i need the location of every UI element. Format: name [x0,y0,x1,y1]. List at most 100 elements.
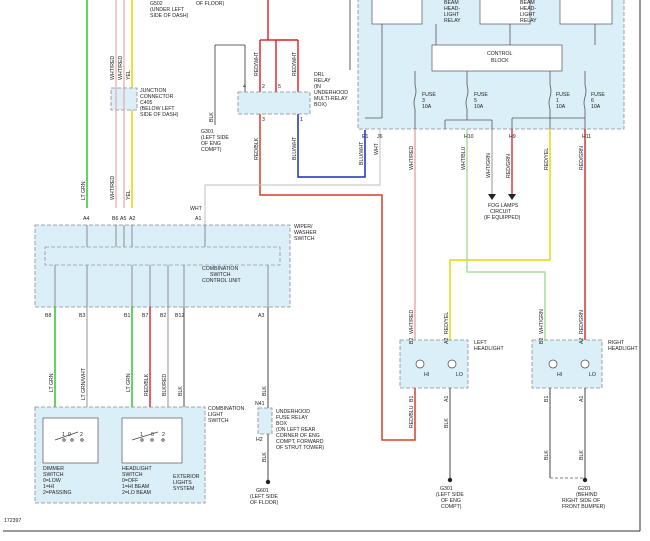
drl-wire-bluwht: BLU/WHT [292,136,298,160]
left-hl-ground-1: G301 [440,486,453,492]
control-unit-label-2: SWITCH [210,272,231,278]
wiper-label-1: WIPER/ [294,224,313,230]
drl-relay [237,91,311,115]
relay-left-text-4: RELAY [444,18,461,24]
right-hl-lo-bulb [580,359,590,369]
wiper-pin-b2: B2 [160,313,166,319]
right-hl-ground-3: RIGHT SIDE OF [562,498,600,504]
junction-label-5: SIDE OF DASH) [140,112,179,118]
left-hl-lo: LO [456,372,463,378]
right-hl-pin-b2: B2 [539,338,545,344]
g301-ground-symbol [447,477,453,483]
fuse-3-num: 3 [422,98,425,104]
wiper-internal-lines [54,225,269,307]
relay-right-text-1: BEAM [520,0,535,6]
g502-loc-1: (UNDER LEFT [150,7,185,13]
wire-label-yel: YEL [126,70,132,80]
right-hl-hi: HI [557,372,562,378]
fuse-box-label-1: UNDERHOOD [276,409,310,415]
drl-wire-blk: BLK [209,112,215,122]
fuse-5-num: 5 [474,98,477,104]
control-block [431,44,563,72]
fuse-1-name: FUSE [556,92,570,98]
combo-wire-3: LT GRN [126,373,132,392]
block-pin-j6: J6 [377,134,383,140]
g301-top-1: G301 [201,129,214,135]
right-hl-pin-a1: A1 [579,396,585,402]
right-hl-hi-bulb [548,359,558,369]
headlight-contact-2: 2 [162,432,165,438]
left-hl-pin-b1: B1 [409,396,415,402]
headlight-label-3: 0=OFF [122,478,138,484]
g601-label-3: OF FLOOR) [250,500,279,506]
wiper-a1-label: A1 [195,216,201,222]
right-hl-title-1: RIGHT [608,340,625,346]
wiper-pin-b7: B7 [142,313,148,319]
g502-label: G502 [150,1,163,7]
g301-top-3: OF ENG [201,141,221,147]
drl-pin-5: 5 [278,84,281,90]
right-hl-title-2: HEADLIGHT [608,346,639,352]
fuse-box-label-4: (ON LEFT REAR [276,427,316,433]
underhood-fuse-relay-box [257,407,273,435]
left-hl-title-1: LEFT [474,340,488,346]
block-wire-7: RED/YEL [544,148,550,170]
exterior-label-1: EXTERIOR [173,474,200,480]
wiper-top-wire-yel: YEL [126,190,132,200]
junction-label-4: (BELOW LEFT [140,106,175,112]
wiper-washer-switch [34,224,291,308]
block-wire-5: WHT/GRN [486,153,492,178]
block-wire-4: WHT/BLU [461,146,467,170]
wiper-pin-b6: B6 [112,216,118,222]
fuse-box-pin-h2: H2 [256,437,263,443]
exterior-label-3: SYSTEM [173,486,194,492]
wiper-wht-label: WHT [190,206,203,212]
combo-title-1: COMBINATION [208,406,244,412]
fuse-box-label-2: FUSE RELAY [276,415,308,421]
control-unit-label-3: CONTROL UNIT [202,278,242,284]
headlight-label-1: HEADLIGHT [122,466,153,472]
wire-bluwht [297,114,366,178]
dimmer-label-1: DIMMER [43,466,64,472]
control-block-label-1: CONTROL [487,51,512,57]
left-hl-hi-bulb [415,359,425,369]
fuse-box-wire-blk-2: BLK [262,452,268,462]
fuse-1-amp: 10A [556,104,566,110]
fuse-6-num: 6 [591,98,594,104]
fuse-3-amp: 10A [422,104,432,110]
left-hl-pin-b2: B2 [409,338,415,344]
wire-label-whtred-1: WHT/RED [110,56,116,80]
switch-contacts [54,431,165,442]
dimmer-contact-2: 2 [80,432,83,438]
wiper-pin-a2: A2 [129,216,135,222]
drl-pin-2: 2 [262,84,265,90]
right-hl-ground-4: FRONT BUMPER) [562,504,605,510]
relay-left-text-2: HEAD- [444,6,460,12]
left-hl-pin-a1: A1 [444,396,450,402]
drl-wire-redblk: RED/BLK [254,137,260,160]
fuse-symbols [365,24,596,129]
fuse-5: FUSE 5 10A [474,92,488,110]
right-high-beam-relay [479,0,531,25]
wiper-pin-b3: B3 [79,313,85,319]
drl-label-3: (IN [314,84,321,90]
left-high-beam-relay [371,0,423,25]
combination-control-unit-inner [44,246,281,266]
drl-label-4: UNDERHOOD [314,90,348,96]
left-hl-wire-bottom-1: RED/BLU [409,405,415,428]
block-wire-6: RED/GRN [506,154,512,178]
dimmer-label-2: SWITCH [43,472,64,478]
right-hl-pin-b1: B1 [544,396,550,402]
wiper-label-2: WASHER [294,230,317,236]
dimmer-label-4: 1=HI [43,484,54,490]
block-wire-8: RED/GRN [579,146,585,170]
junction-label-2: CONNECTOR [140,94,174,100]
headlight-switch [121,417,183,464]
headlight-contact-0: 0 [151,432,154,438]
right-hl-lo: LO [589,372,596,378]
right-hl-ground-1: G201 [578,486,591,492]
left-hl-hi: HI [424,372,429,378]
exterior-label-2: LIGHTS [173,480,192,486]
g502-loc-2: SIDE OF DASH) [150,13,189,19]
fuse-box-pin-n41: N41 [255,401,265,407]
